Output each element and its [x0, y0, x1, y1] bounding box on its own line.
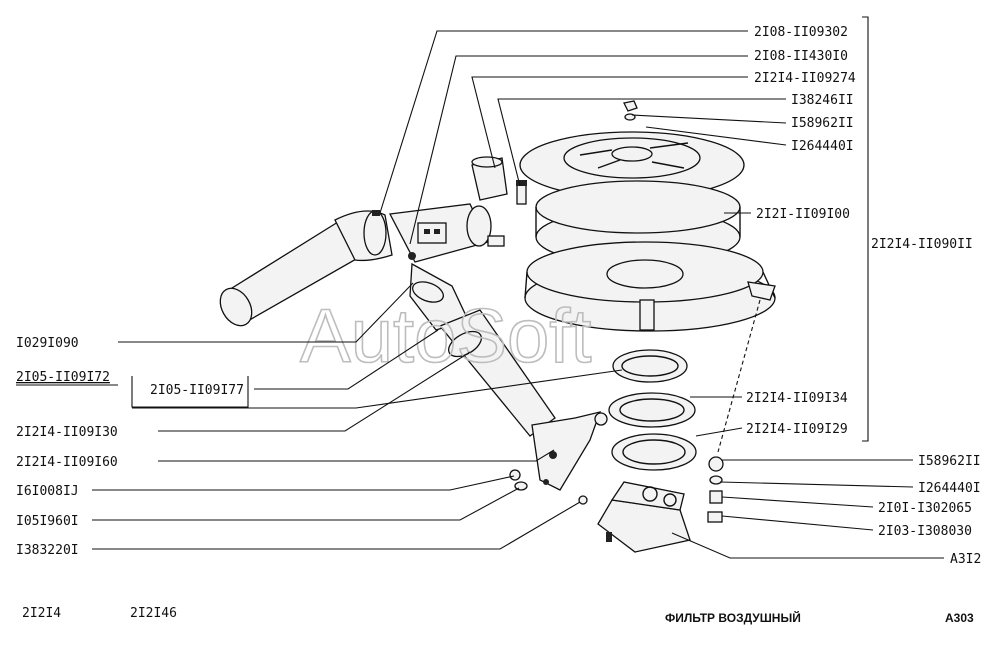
leader-lines-right: [379, 30, 944, 559]
part-number-label: 2I03-I308030: [878, 524, 972, 539]
model-number: 2I2I46: [130, 606, 177, 621]
part-number-label-underlined: 2I05-II09I72: [16, 370, 110, 385]
filter-housing: [524, 241, 776, 332]
pipe-clamp: [363, 210, 387, 256]
carburetor: [597, 481, 691, 553]
part-number-label: I264440I: [918, 481, 981, 496]
part-number-label: А3I2: [950, 552, 981, 567]
bolt: [516, 180, 527, 205]
gasket-lower: [611, 433, 697, 471]
part-number-label: 2I2I4-II09I60: [16, 455, 118, 470]
part-number-label: 2I2I4-II09274: [754, 71, 856, 86]
footer: 2I2I4 2I2I46 ФИЛЬТР ВОЗДУШНЫЙ А303: [22, 606, 974, 625]
bracket: [531, 411, 608, 491]
part-number-label: 2I05-II09I77: [150, 383, 244, 398]
assembly-part-number: 2I2I4-II090II: [871, 237, 973, 252]
gasket-ring: [608, 392, 696, 428]
assembly-bracket: [862, 16, 869, 442]
part-number-label: 2I2I-II09I00: [756, 207, 850, 222]
air-intake-valve-body: [388, 203, 505, 263]
part-number-label: 2I08-II430I0: [754, 49, 848, 64]
model-number: 2I2I4: [22, 606, 61, 621]
part-number-label: 2I08-II09302: [754, 25, 848, 40]
part-number-label: I58962II: [791, 116, 854, 131]
watermark: AutoSoft: [300, 294, 592, 379]
part-number-label: I029I090: [16, 336, 79, 351]
part-number-label: I264440I: [791, 139, 854, 154]
diagram-title: ФИЛЬТР ВОЗДУШНЫЙ: [665, 610, 801, 625]
part-number-label: I383220I: [16, 543, 79, 558]
part-number-label: 2I2I4-II09I30: [16, 425, 118, 440]
part-number-label: 2I0I-I302065: [878, 501, 972, 516]
part-number-label: I58962II: [918, 454, 981, 469]
part-number-label: I38246II: [791, 93, 854, 108]
right-part-numbers: 2I08-II09302 2I08-II430I0 2I2I4-II09274 …: [746, 25, 981, 567]
diagram-code: А303: [945, 611, 974, 625]
left-part-numbers: I029I090 2I05-II09I72 2I05-II09I77 2I2I4…: [16, 336, 244, 558]
part-number-label: I6I008IJ: [16, 484, 79, 499]
filter-cover: [519, 131, 745, 199]
part-number-label: I05I960I: [16, 514, 79, 529]
sleeve: [471, 156, 508, 201]
gasket-upper: [612, 349, 688, 383]
hose-and-elbow: [409, 262, 556, 437]
part-number-label: 2I2I4-II09I34: [746, 391, 848, 406]
small-nuts-washers: [509, 100, 724, 523]
leader-lines-left: [92, 282, 623, 550]
part-number-label: 2I2I4-II09I29: [746, 422, 848, 437]
